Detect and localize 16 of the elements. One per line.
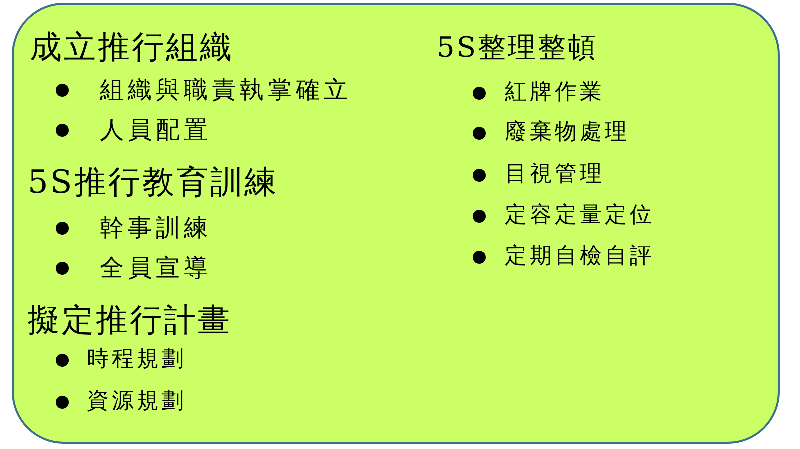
list-item: 資源規劃 (87, 388, 187, 416)
rounded-panel (12, 3, 780, 444)
list-item: 定容定量定位 (505, 202, 655, 230)
section-heading: 5S整理整頓 (437, 30, 598, 64)
list-item: 全員宣導 (100, 253, 212, 283)
section-heading: 擬定推行計畫 (28, 300, 232, 340)
list-item: 組織與職責執掌確立 (100, 75, 352, 105)
list-item: 人員配置 (100, 115, 212, 145)
section-heading: 5S推行教育訓練 (28, 162, 278, 202)
list-item: 時程規劃 (87, 346, 187, 374)
list-item: 廢棄物處理 (505, 119, 630, 147)
section-heading: 成立推行組織 (30, 27, 234, 67)
list-item: 紅牌作業 (505, 79, 605, 107)
list-item: 幹事訓練 (100, 213, 212, 243)
list-item: 目視管理 (505, 161, 605, 189)
list-item: 定期自檢自評 (505, 243, 655, 271)
